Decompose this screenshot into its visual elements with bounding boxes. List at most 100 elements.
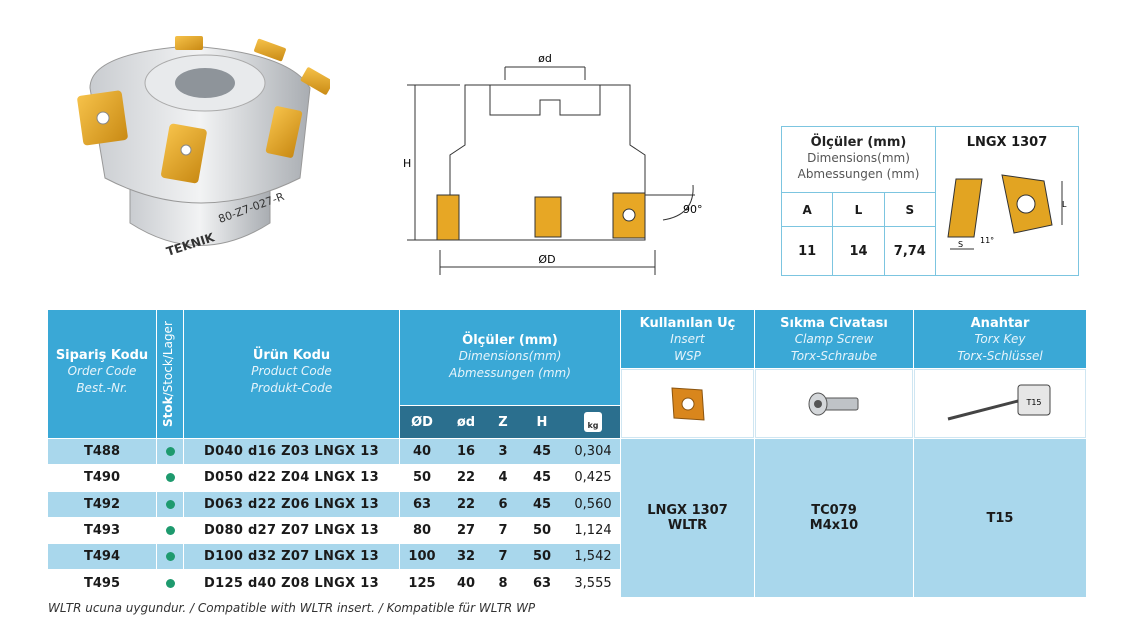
sub-header-z: Z <box>498 414 508 430</box>
table-cell-h: 63 <box>518 570 566 596</box>
dim-col-s: S <box>905 202 915 217</box>
stock-bold: Stok <box>161 396 175 427</box>
screw-icon <box>808 392 859 415</box>
stock-dot-icon <box>165 526 175 536</box>
dimensions-de: Abmessungen (mm) <box>449 366 571 380</box>
dim-val-s: 7,74 <box>893 243 926 259</box>
header-insert: Kullanılan Uç Insert WSP <box>621 310 754 368</box>
table-cell-d: 40 <box>400 439 444 465</box>
drawing-od-label: ød <box>538 52 552 65</box>
cutter-drawing: ød H 90° ØD <box>403 52 703 275</box>
table-cell-d: 40 <box>444 570 488 596</box>
table-cell-product: D050 d22 Z04 LNGX 13 <box>184 465 399 491</box>
key-value-text: T15 <box>986 510 1014 526</box>
insert-en: Insert <box>670 332 705 346</box>
key-tr: Anahtar <box>970 316 1030 331</box>
header-product-code: Ürün Kodu Product Code Produkt-Code <box>184 310 399 438</box>
drawing-OD-label: ØD <box>538 253 555 266</box>
table-cell-d: 100 <box>400 544 444 570</box>
header-order-code: Sipariş Kodu Order Code Best.-Nr. <box>48 310 156 438</box>
dimensions-en: Dimensions(mm) <box>458 349 562 363</box>
dim-val-a: 11 <box>782 227 834 275</box>
dim-col-a: A <box>782 193 834 226</box>
table-cell-h: 45 <box>518 465 566 491</box>
product-code-tr: Ürün Kodu <box>252 348 331 363</box>
stock-indicator <box>157 544 183 570</box>
drawing-angle-label: 90° <box>683 203 703 216</box>
table-cell-z: 6 <box>488 491 518 517</box>
table-cell-kg: 0,560 <box>566 491 620 517</box>
table-cell-order: T493 <box>48 517 156 544</box>
screw-en: Clamp Screw <box>794 332 874 346</box>
table-cell-kg: 0,425 <box>566 465 620 491</box>
weight-unit: kg <box>584 412 602 432</box>
insert-angle-label: 11° <box>980 236 994 245</box>
header-dimension-sub <box>400 406 620 438</box>
table-cell-d: 80 <box>400 517 444 544</box>
table-cell-z: 3 <box>488 439 518 465</box>
key-image: T15 <box>914 369 1086 438</box>
key-tag: T15 <box>1025 398 1041 407</box>
table-cell-z: 7 <box>488 517 518 544</box>
table-cell-z: 7 <box>488 544 518 570</box>
dimensions-title: Ölçüler (mm) <box>810 135 907 150</box>
table-cell-d: 16 <box>444 439 488 465</box>
table-cell-h: 50 <box>518 517 566 544</box>
order-code-tr: Sipariş Kodu <box>55 348 149 363</box>
insert-dimensions-box: Ölçüler (mm) Dimensions(mm) Abmessungen … <box>781 126 1079 276</box>
table-cell-h: 50 <box>518 544 566 570</box>
stock-indicator <box>157 570 183 596</box>
table-cell-order: T492 <box>48 491 156 517</box>
stock-indicator <box>157 517 183 544</box>
table-cell-order: T490 <box>48 465 156 491</box>
table-cell-kg: 3,555 <box>566 570 620 596</box>
insert-name: LNGX 1307 <box>966 135 1048 150</box>
insert-icon <box>670 386 705 421</box>
table-cell-h: 45 <box>518 439 566 465</box>
stock-dot-icon <box>165 447 175 457</box>
insert-image <box>621 369 754 438</box>
footnote: WLTR ucuna uygundur. / Compatible with W… <box>48 601 536 615</box>
screw-tr: Sıkma Civatası <box>780 316 888 331</box>
table-cell-order: T488 <box>48 439 156 465</box>
header-dimensions: Ölçüler (mm) Dimensions(mm) Abmessungen … <box>400 310 620 405</box>
table-cell-kg: 1,542 <box>566 544 620 570</box>
product-code-de: Produkt-Code <box>250 381 333 395</box>
insert-tr: Kullanılan Uç <box>639 316 736 331</box>
product-code-en: Product Code <box>251 364 332 378</box>
stock-dot-icon <box>165 499 175 509</box>
key-de: Torx-Schlüssel <box>957 349 1043 363</box>
table-cell-d: 22 <box>444 491 488 517</box>
table-cell-product: D080 d27 Z07 LNGX 13 <box>184 517 399 544</box>
dim-col-l: L <box>833 193 885 226</box>
table-cell-h: 45 <box>518 491 566 517</box>
table-cell-z: 8 <box>488 570 518 596</box>
table-cell-d: 125 <box>400 570 444 596</box>
stock-dot-icon <box>165 473 175 483</box>
table-cell-product: D100 d32 Z07 LNGX 13 <box>184 544 399 570</box>
stock-indicator <box>157 491 183 517</box>
sub-header-od: ød <box>456 414 476 430</box>
header-stock: Stok/Stock/Lager <box>157 310 183 438</box>
dimensions-title-de: Abmessungen (mm) <box>797 167 920 181</box>
insert-value-line2: WLTR <box>667 518 708 533</box>
table-cell-kg: 1,124 <box>566 517 620 544</box>
table-cell-z: 4 <box>488 465 518 491</box>
screw-de: Torx-Schraube <box>790 349 878 363</box>
screw-value-line1: TC079 <box>811 503 857 518</box>
header-screw: Sıkma Civatası Clamp Screw Torx-Schraube <box>755 310 913 368</box>
key-value: T15 <box>914 439 1086 597</box>
insert-l-label: L <box>1062 200 1067 209</box>
table-cell-d: 50 <box>400 465 444 491</box>
table-cell-product: D063 d22 Z06 LNGX 13 <box>184 491 399 517</box>
table-cell-product: D040 d16 Z03 LNGX 13 <box>184 439 399 465</box>
table-cell-product: D125 d40 Z08 LNGX 13 <box>184 570 399 596</box>
dimensions-grid: A L S 11 14 7,74 <box>782 193 936 275</box>
order-code-de: Best.-Nr. <box>76 381 128 395</box>
stock-rest: /Stock/Lager <box>161 321 175 397</box>
torx-key-icon: T15 <box>947 384 1051 420</box>
table-cell-d: 32 <box>444 544 488 570</box>
table-cell-kg: 0,304 <box>566 439 620 465</box>
weight-icon: kg <box>566 406 620 438</box>
dimensions-header: Ölçüler (mm) Dimensions(mm) Abmessungen … <box>782 127 936 193</box>
